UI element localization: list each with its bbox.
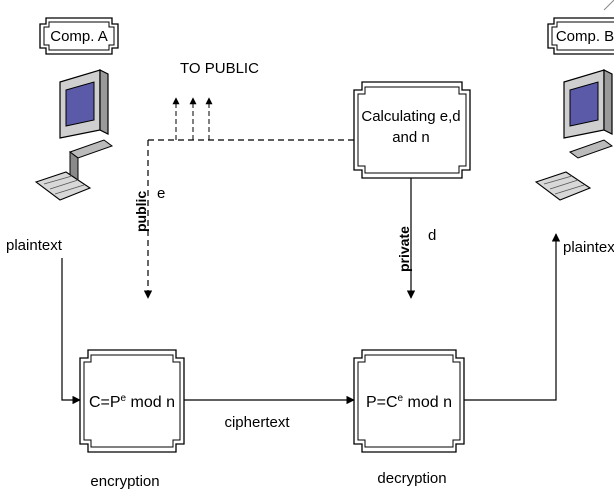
private-label: private (396, 226, 412, 272)
to-public-label: TO PUBLIC (180, 60, 259, 77)
comp-b-box: Comp. B (548, 18, 614, 54)
public-label: public (133, 191, 149, 232)
plaintext-b-label: plaintext (563, 239, 614, 256)
comp-a-label: Comp. A (50, 28, 108, 45)
encryption-box: C=Pe mod n (80, 350, 184, 452)
encryption-caption: encryption (90, 473, 159, 490)
decryption-caption: decryption (377, 470, 446, 487)
plaintext-a-label: plaintext (6, 237, 63, 254)
e-label: e (157, 185, 165, 202)
decryption-formula: P=Ce mod n (366, 393, 452, 411)
plaintext-b-arrow (464, 234, 556, 400)
computer-b-icon (536, 70, 612, 200)
computer-a-icon (36, 70, 112, 200)
plaintext-a-arrow (62, 258, 80, 400)
comp-a-box: Comp. A (40, 18, 118, 54)
calculating-box: Calculating e,d and n (354, 82, 470, 178)
calculating-line1: Calculating e,d (361, 108, 460, 125)
ciphertext-label: ciphertext (224, 414, 290, 431)
encryption-formula: C=Pe mod n (89, 393, 175, 411)
public-channel (148, 98, 354, 298)
comp-b-label: Comp. B (556, 28, 614, 45)
d-label: d (428, 227, 436, 244)
calculating-line2: and n (392, 129, 430, 146)
decryption-box: P=Ce mod n (354, 350, 464, 452)
